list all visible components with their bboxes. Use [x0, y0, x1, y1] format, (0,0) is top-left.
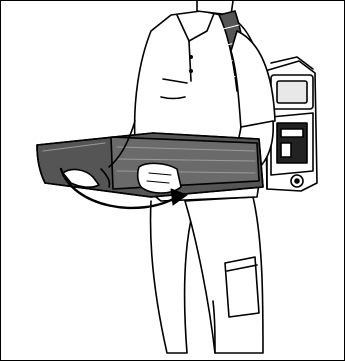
illustration-frame: [0, 0, 345, 361]
person-figure: [1, 1, 344, 360]
